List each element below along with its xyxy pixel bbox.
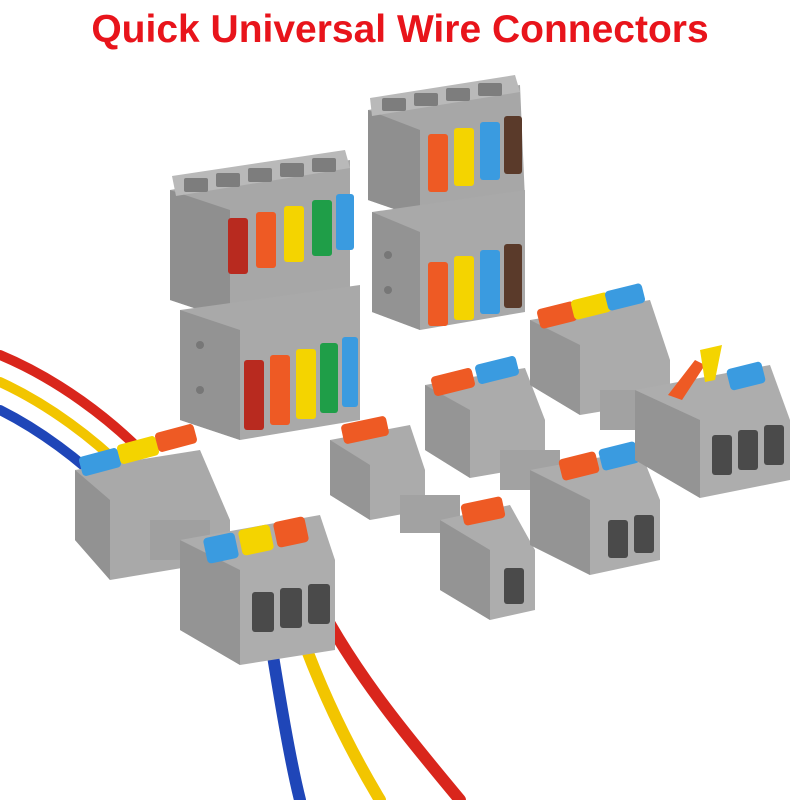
upper-levers-4	[428, 116, 522, 192]
connector-3-way-wired	[75, 424, 335, 665]
product-title: Quick Universal Wire Connectors	[91, 8, 709, 51]
lower-levers-4	[428, 244, 522, 326]
connector-1-way	[330, 416, 535, 620]
lower-levers-5	[244, 337, 358, 430]
connector-5-way	[170, 150, 360, 440]
connector-4-way	[368, 75, 525, 330]
connector-3-way	[530, 283, 790, 498]
connector-2-way	[425, 356, 660, 575]
upper-levers-5	[228, 194, 354, 274]
